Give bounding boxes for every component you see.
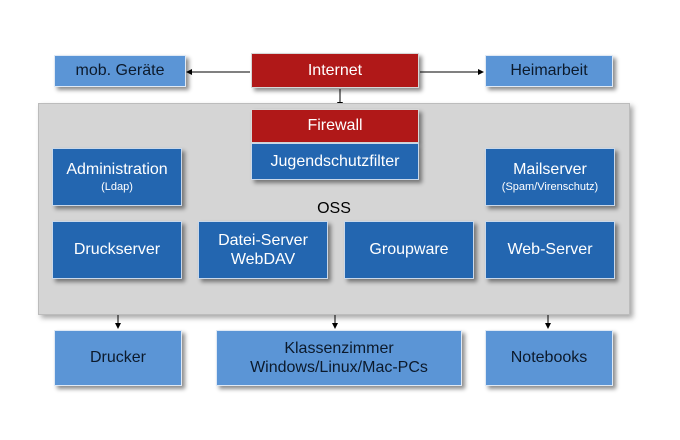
printer-box: Drucker <box>54 330 182 386</box>
internet-label: Internet <box>307 61 363 79</box>
administration-title: Administration <box>66 160 168 178</box>
groupware-label: Groupware <box>369 241 449 259</box>
fileserver-line2: WebDAV <box>230 251 296 268</box>
home-office-label: Heimarbeit <box>510 62 588 80</box>
fileserver-box: Datei-Server WebDAV <box>198 221 328 279</box>
mailserver-title: Mailserver <box>513 160 587 178</box>
printer-label: Drucker <box>89 349 146 367</box>
printserver-box: Druckserver <box>52 221 182 279</box>
mobile-devices-label: mob. Geräte <box>75 62 165 80</box>
webserver-label: Web-Server <box>507 241 593 259</box>
classrooms-box: Klassenzimmer Windows/Linux/Mac-PCs <box>216 330 462 386</box>
classrooms-line1: Klassenzimmer <box>284 339 394 357</box>
administration-subtitle: (Ldap) <box>101 181 133 193</box>
fileserver-line1: Datei-Server <box>218 231 308 249</box>
mailserver-box: Mailserver (Spam/Virenschutz) <box>485 148 615 206</box>
home-office-box: Heimarbeit <box>485 55 613 87</box>
notebooks-box: Notebooks <box>485 330 613 386</box>
groupware-box: Groupware <box>344 221 474 279</box>
printserver-label: Druckserver <box>73 241 161 259</box>
youth-filter-box: Jugendschutzfilter <box>251 143 419 180</box>
mobile-devices-box: mob. Geräte <box>54 55 186 87</box>
oss-label: OSS <box>317 200 351 217</box>
youth-filter-label: Jugendschutzfilter <box>270 152 400 170</box>
classrooms-line2: Windows/Linux/Mac-PCs <box>250 359 428 376</box>
webserver-box: Web-Server <box>485 221 615 279</box>
firewall-box: Firewall <box>251 109 419 143</box>
notebooks-label: Notebooks <box>510 349 588 367</box>
administration-box: Administration (Ldap) <box>52 148 182 206</box>
firewall-label: Firewall <box>307 117 363 135</box>
internet-box: Internet <box>251 53 419 88</box>
mailserver-subtitle: (Spam/Virenschutz) <box>501 181 599 193</box>
